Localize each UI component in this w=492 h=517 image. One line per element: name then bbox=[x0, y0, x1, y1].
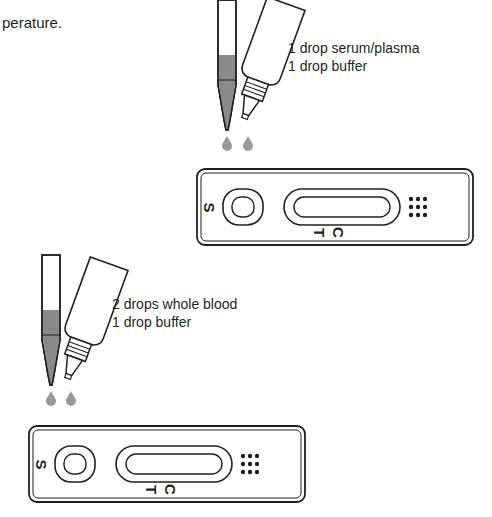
drop-note: 1 drop buffer bbox=[112, 314, 191, 330]
drop-note: 1 drop serum/plasma bbox=[288, 40, 420, 56]
test-cassette: S TC bbox=[196, 168, 474, 246]
instruction-text: perature. bbox=[2, 14, 62, 31]
sample-well-mark: S bbox=[201, 202, 216, 212]
drop-note: 1 drop buffer bbox=[288, 58, 367, 74]
test-cassette: S TC bbox=[28, 425, 306, 503]
line-mark: C bbox=[163, 484, 178, 495]
drop-note: 2 drops whole blood bbox=[112, 296, 237, 312]
line-mark: T bbox=[312, 227, 327, 236]
line-mark: C bbox=[331, 227, 346, 238]
line-mark: T bbox=[144, 484, 159, 493]
sample-well-mark: S bbox=[33, 459, 48, 469]
